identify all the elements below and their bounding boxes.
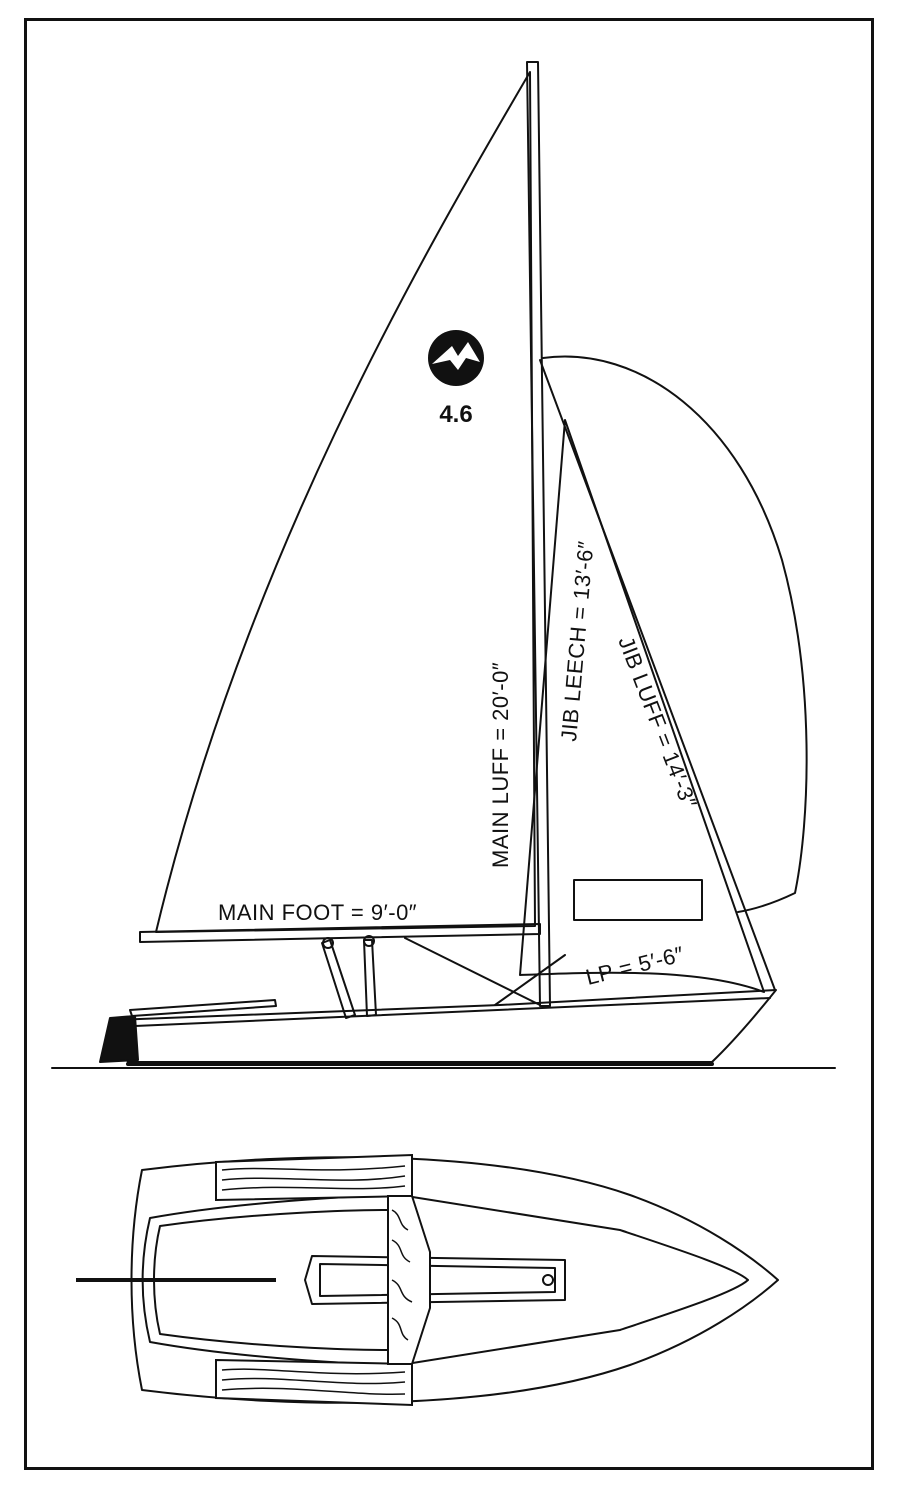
- jib-luff-label: JIB LUFF = 14′-3″: [613, 633, 702, 812]
- spinnaker-sail: [542, 355, 808, 913]
- cockpit-inner: [153, 1209, 389, 1351]
- drawing-frame: [24, 18, 874, 1470]
- forestay: [539, 359, 776, 991]
- hull-sheer-line: [134, 997, 771, 1027]
- main-sheet-line: [404, 937, 541, 1006]
- vang-strut-1: [321, 939, 356, 1019]
- vang-strut-2: [363, 939, 377, 1017]
- centerboard-trunk-inner: [319, 1263, 556, 1297]
- hull-profile: [114, 989, 777, 1063]
- jib-sail: [519, 419, 765, 993]
- rudder: [99, 1015, 139, 1063]
- class-number: 4.6: [439, 401, 472, 428]
- main-luff-label: MAIN LUFF = 20′-0″: [488, 662, 513, 868]
- deck-outline-outer: [130, 1156, 779, 1404]
- wood-seat-bottom: [215, 1358, 413, 1407]
- strut-fitting-1: [322, 937, 334, 949]
- centerboard-pin: [542, 1274, 554, 1286]
- wood-seat-top: [215, 1153, 413, 1202]
- wood-thwart: [387, 1195, 431, 1365]
- main-foot-label: MAIN FOOT = 9′-0″: [218, 900, 417, 925]
- mainsail: [155, 71, 536, 933]
- tiller: [129, 999, 277, 1017]
- jib-sheet-line: [494, 954, 566, 1006]
- jib-window: [573, 879, 703, 921]
- strut-fitting-2: [363, 935, 375, 947]
- boom: [139, 923, 541, 943]
- class-logo: [428, 330, 484, 386]
- mast: [526, 61, 551, 1007]
- lp-label: LP = 5′-6″: [583, 941, 686, 990]
- jib-leech-label: JIB LEECH = 13′-6″: [556, 540, 598, 743]
- centerboard-trunk: [304, 1255, 566, 1305]
